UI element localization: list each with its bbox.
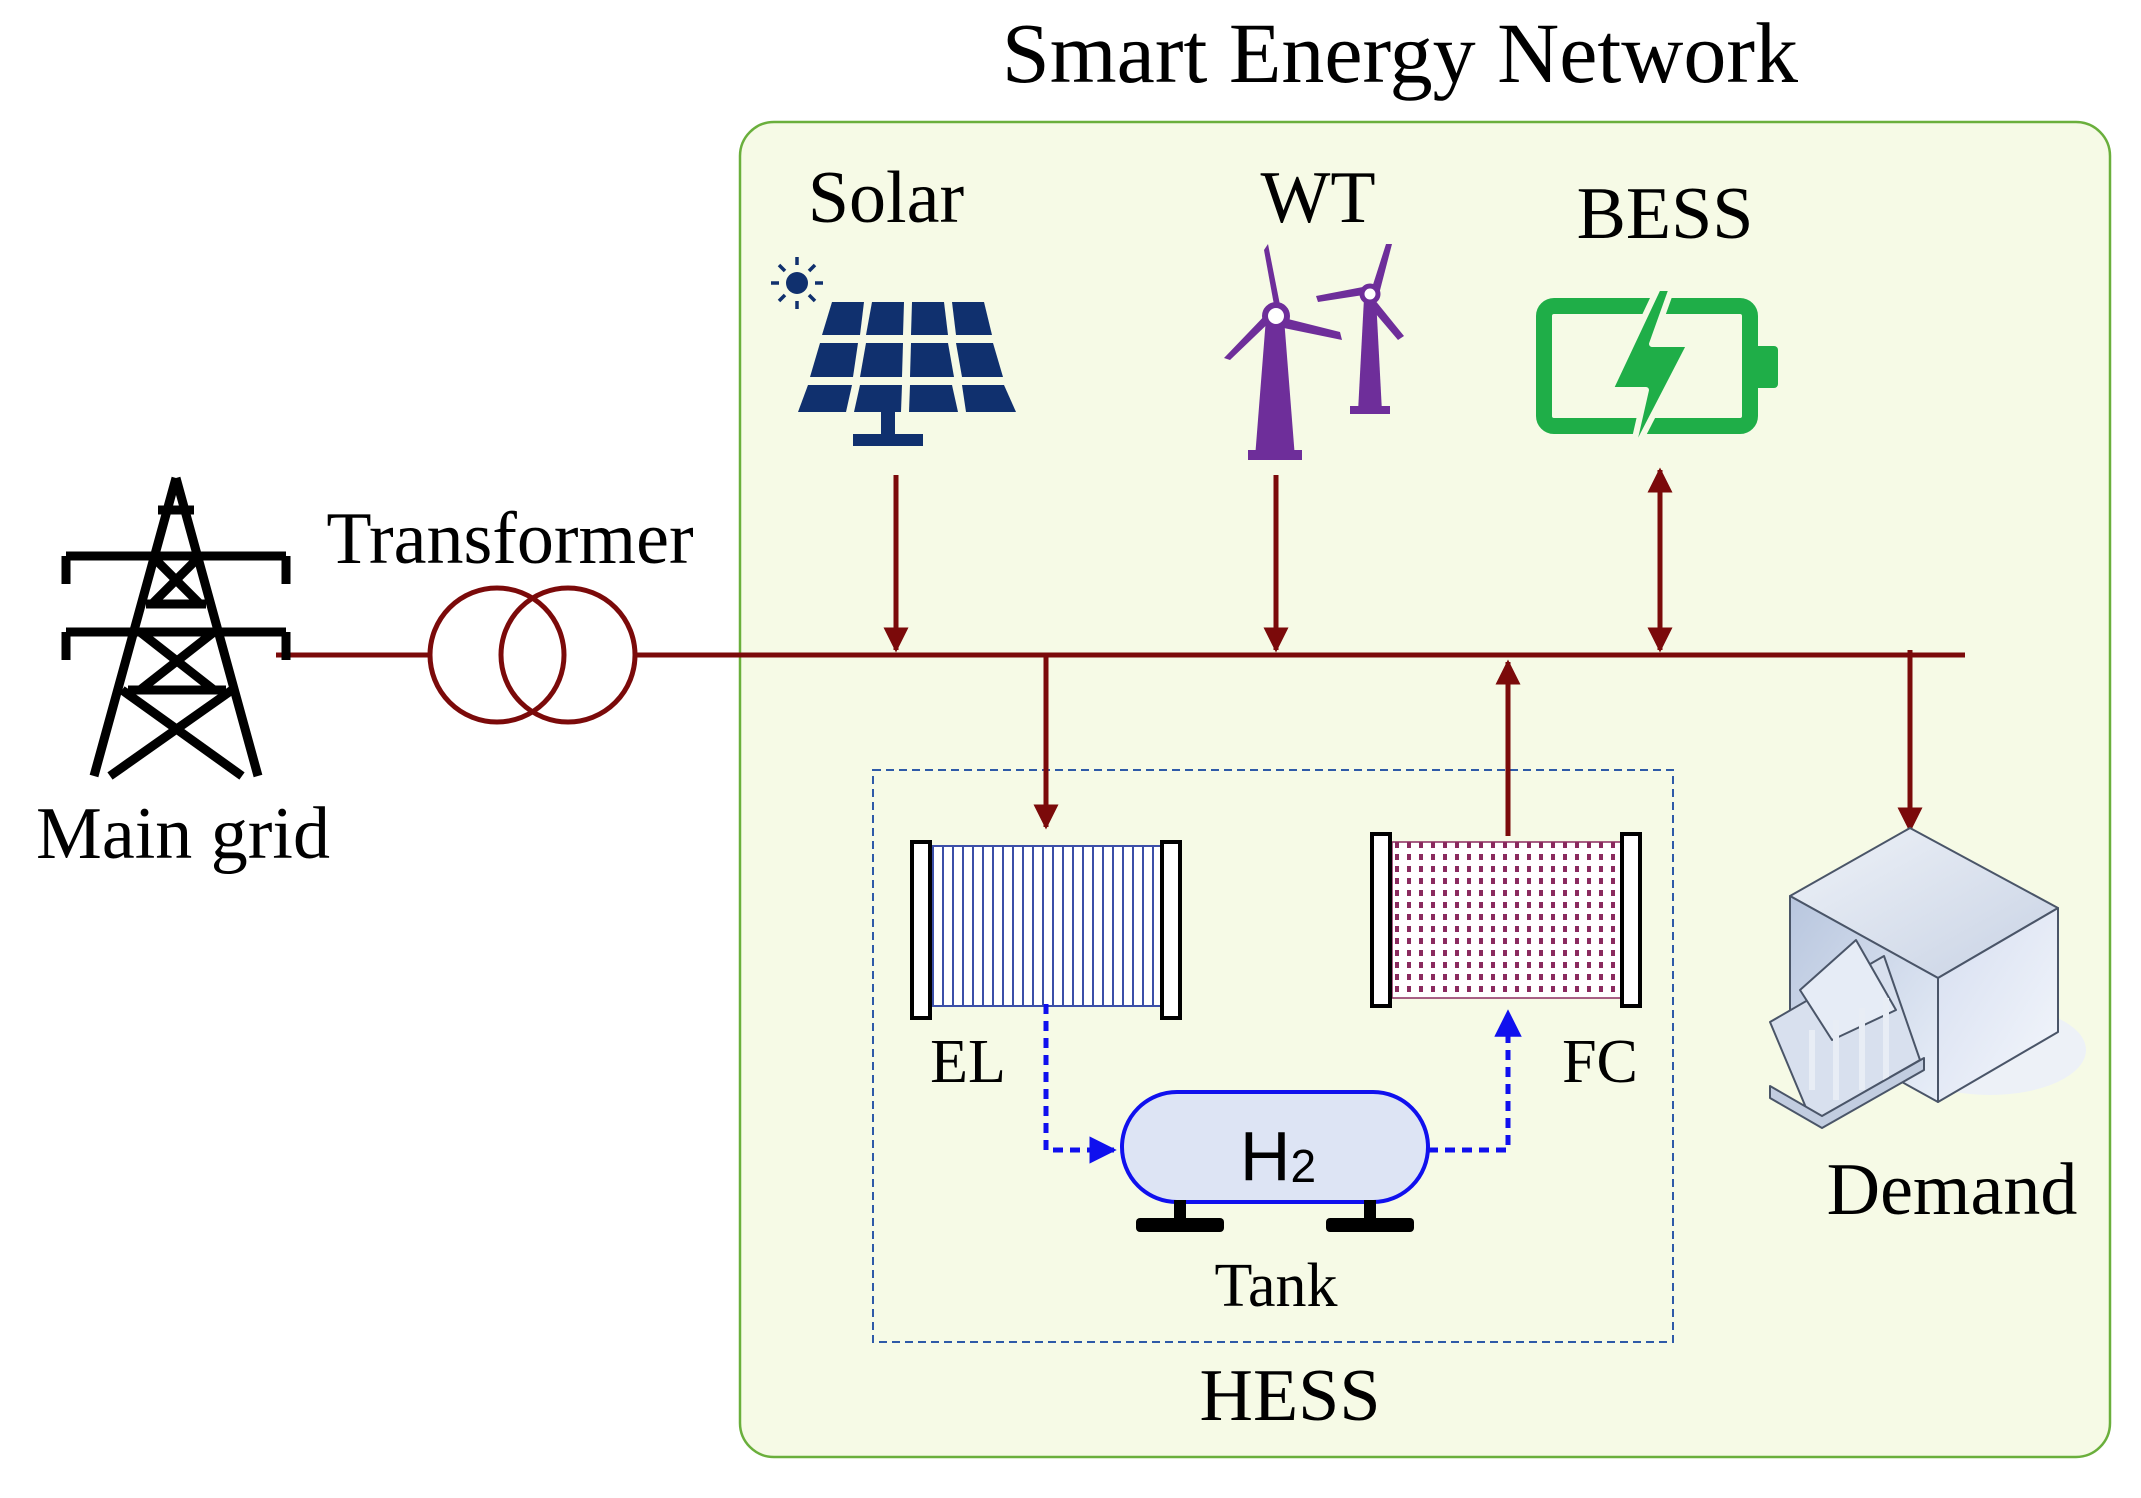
h2-subscript: 2	[1290, 1140, 1316, 1192]
demand-label: Demand	[1827, 1149, 2078, 1231]
wind-turbine-icon	[1224, 244, 1404, 460]
tank-to-fc-flow	[1428, 1009, 1522, 1153]
fc-label: FC	[1562, 1028, 1638, 1096]
hess-region	[872, 769, 1674, 1343]
feeder-arrows	[883, 467, 1923, 836]
electrolyzer-icon	[910, 840, 1182, 1020]
h2-main: H	[1240, 1117, 1291, 1195]
building-icon	[1769, 827, 2086, 1129]
el-label: EL	[930, 1028, 1006, 1096]
el-to-tank-flow	[1043, 1004, 1117, 1164]
tank-label: Tank	[1214, 1252, 1337, 1320]
solar-label: Solar	[808, 157, 964, 239]
smart-energy-network-region	[738, 120, 2112, 1459]
transformer-icon	[427, 585, 638, 725]
battery-charging-icon	[1536, 285, 1778, 463]
solar-panel-icon	[798, 302, 1016, 446]
hydrogen-tank-icon	[1120, 1090, 1430, 1232]
sun-icon	[771, 257, 823, 309]
diagram-title: Smart Energy Network	[1002, 5, 1798, 101]
transformer-label: Transformer	[326, 498, 693, 580]
transmission-tower-icon	[61, 476, 291, 780]
bess-label: BESS	[1577, 173, 1754, 255]
hess-label: HESS	[1200, 1355, 1381, 1437]
h2-label: H2	[1240, 1117, 1316, 1195]
fuel-cell-icon	[1370, 832, 1642, 1008]
main-grid-label: Main grid	[36, 793, 330, 875]
hydrogen-flow	[1043, 1004, 1522, 1164]
wt-label: WT	[1260, 157, 1375, 239]
